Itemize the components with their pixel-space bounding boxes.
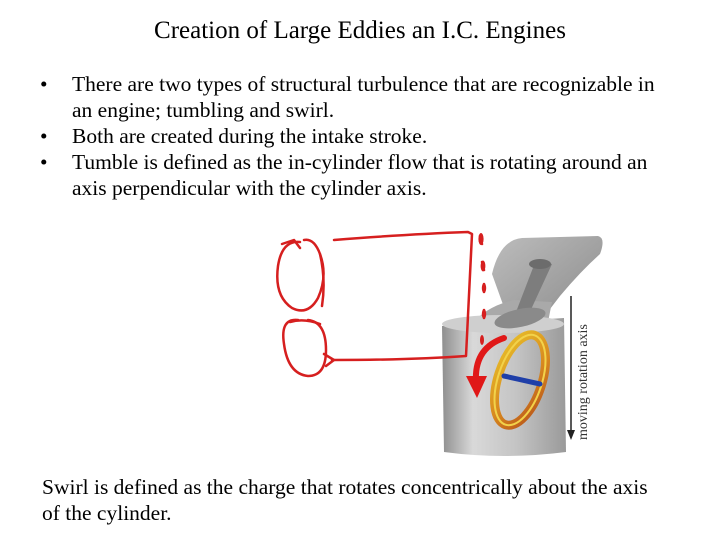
bullet-item: • Tumble is defined as the in-cylinder f…: [40, 149, 680, 201]
axis-label: moving rotation axis: [576, 324, 591, 440]
slide-title: Creation of Large Eddies an I.C. Engines: [154, 17, 566, 44]
bullet-list: • There are two types of structural turb…: [40, 71, 680, 201]
bullet-text: Both are created during the intake strok…: [72, 124, 428, 148]
bullet-item: • Both are created during the intake str…: [40, 123, 680, 149]
moving-axis-arrow-icon: [567, 296, 575, 440]
bullet-text: There are two types of structural turbul…: [72, 72, 655, 122]
tumble-figure: moving rotation axis: [276, 230, 603, 456]
rotation-axis-bar: [501, 373, 543, 387]
bullet-marker: •: [40, 124, 48, 148]
swirl-caption: Swirl is defined as the charge that rota…: [42, 475, 648, 525]
flow-arrow-icon: [466, 335, 507, 398]
valve-icon: [494, 259, 552, 329]
bullet-item: • There are two types of structural turb…: [40, 71, 680, 123]
tumble-ring-icon: [490, 330, 550, 430]
hand-drawn-dots: [478, 233, 487, 345]
bullet-marker: •: [40, 150, 48, 174]
bullet-marker: •: [40, 72, 48, 96]
bullet-text: Tumble is defined as the in-cylinder flo…: [72, 150, 648, 200]
